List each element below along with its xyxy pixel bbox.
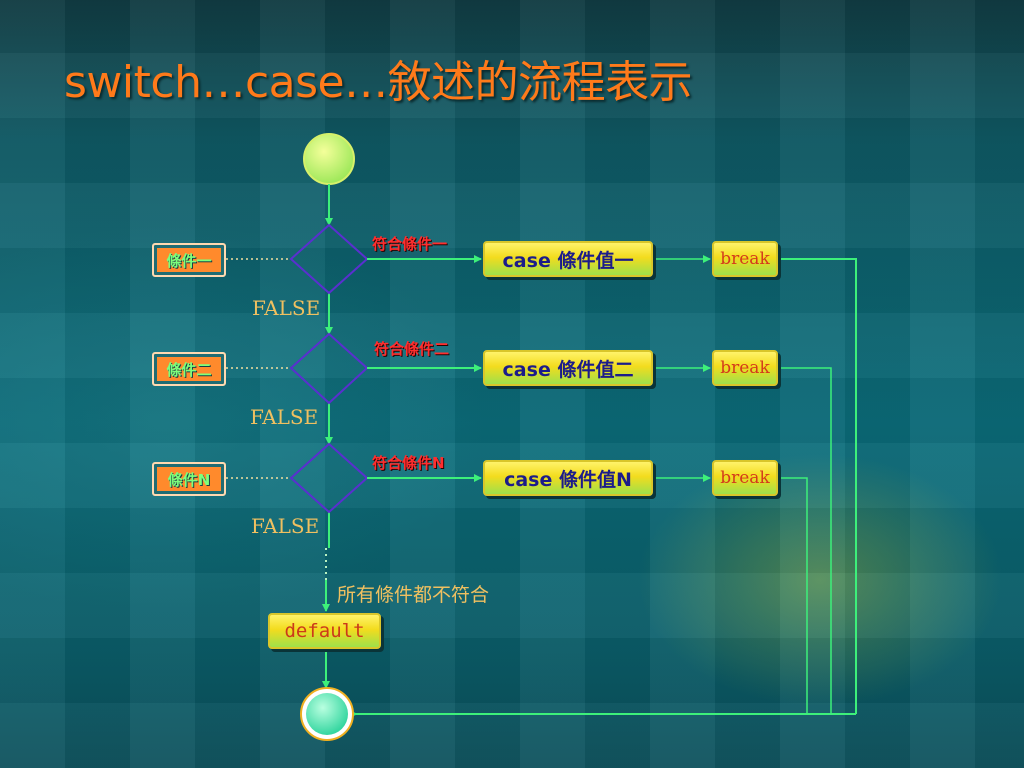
condition-diamond-3 <box>289 442 369 514</box>
condition-tag-2: 條件二 <box>152 352 226 386</box>
false-label-3: FALSE <box>251 514 320 538</box>
false-label-1: FALSE <box>252 296 321 320</box>
return-path-break3 <box>780 477 808 714</box>
condition-diamond-1 <box>289 223 369 295</box>
break-box-2: break <box>712 350 778 386</box>
break-box-3: break <box>712 460 778 496</box>
end-node <box>306 693 348 735</box>
condition-diamond-2 <box>289 332 369 405</box>
return-path-break2 <box>780 367 832 714</box>
case-box-2: case 條件值二 <box>483 350 653 386</box>
return-path-break1 <box>780 258 857 714</box>
condition-tag-1: 條件一 <box>152 243 226 277</box>
false-label-2: FALSE <box>250 405 319 429</box>
no-match-label: 所有條件都不符合 <box>337 584 490 606</box>
condition-tag-3: 條件N <box>152 462 226 496</box>
case-box-1: case 條件值一 <box>483 241 653 277</box>
break-box-1: break <box>712 241 778 277</box>
match-label-2: 符合條件二 <box>374 340 450 358</box>
default-box: default <box>268 613 381 649</box>
page-title: switch…case…敘述的流程表示 <box>64 57 693 108</box>
match-label-1: 符合條件一 <box>372 235 448 253</box>
start-node <box>303 133 355 185</box>
case-box-3: case 條件值N <box>483 460 653 496</box>
match-label-3: 符合條件N <box>372 454 445 472</box>
